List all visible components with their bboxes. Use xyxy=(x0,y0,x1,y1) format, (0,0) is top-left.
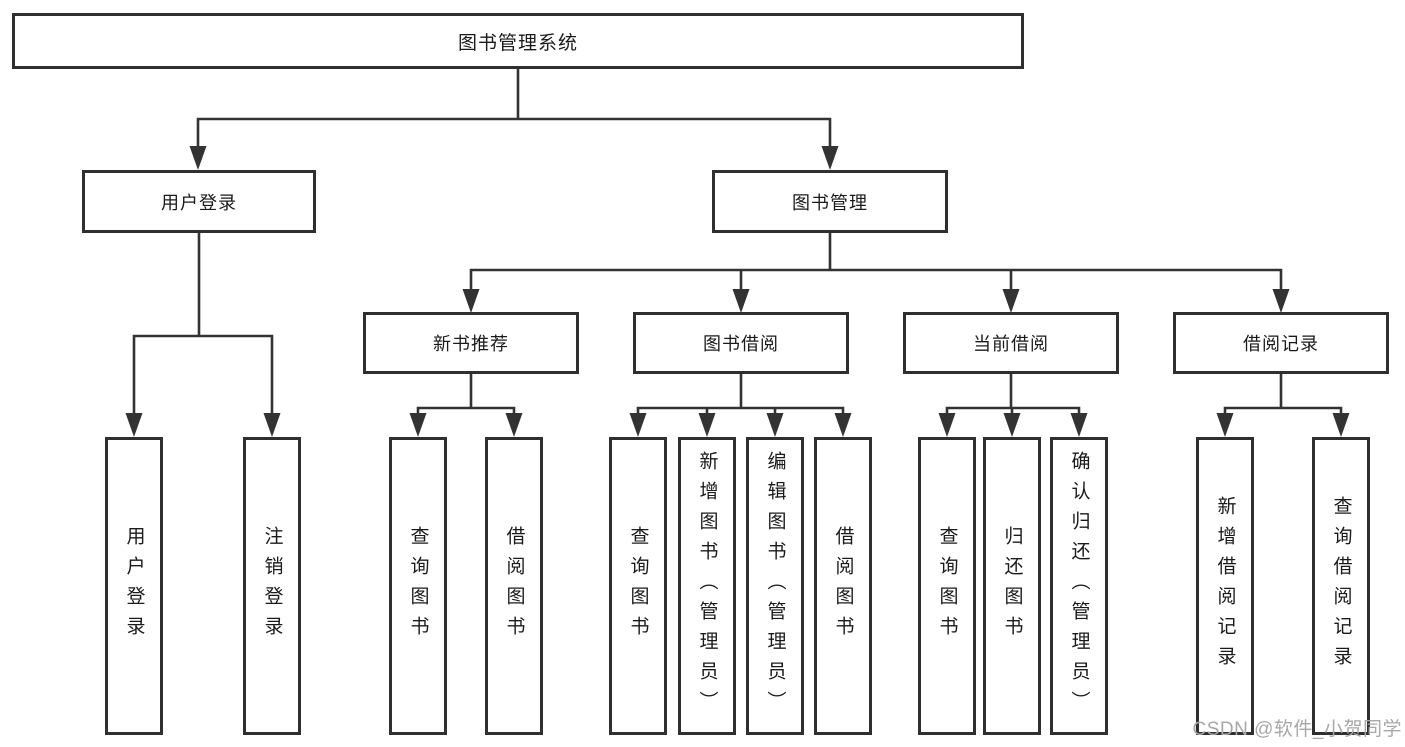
leaf-borrow-books-recommend-label: 借阅图书 xyxy=(503,526,525,646)
node-current-borrow: 当前借阅 xyxy=(903,312,1119,374)
leaf-query-books-current: 查询图书 xyxy=(918,437,976,735)
leaf-query-borrow-record-label: 查询借阅记录 xyxy=(1330,496,1352,676)
node-user-login: 用户登录 xyxy=(82,170,316,233)
watermark: CSDN @软件_小贺同学 xyxy=(1192,719,1402,740)
leaf-add-borrow-record: 新增借阅记录 xyxy=(1196,437,1254,735)
leaf-add-book-admin: 新增图书（管理员） xyxy=(678,437,736,735)
leaf-edit-book-admin: 编辑图书（管理员） xyxy=(746,437,804,735)
leaf-add-book-admin-label: 新增图书（管理员） xyxy=(696,451,718,721)
leaf-query-books-borrow: 查询图书 xyxy=(609,437,667,735)
node-book-management: 图书管理 xyxy=(712,170,948,233)
leaf-borrow-books-recommend: 借阅图书 xyxy=(485,437,543,735)
leaf-return-book-label: 归还图书 xyxy=(1001,526,1023,646)
leaf-query-borrow-record: 查询借阅记录 xyxy=(1312,437,1370,735)
leaf-user-login: 用户登录 xyxy=(105,437,163,735)
node-system-root: 图书管理系统 xyxy=(12,13,1024,69)
node-new-book-recommend: 新书推荐 xyxy=(363,312,579,374)
leaf-query-books-current-label: 查询图书 xyxy=(936,526,958,646)
leaf-query-books-borrow-label: 查询图书 xyxy=(627,526,649,646)
leaf-borrow-books: 借阅图书 xyxy=(814,437,872,735)
leaf-return-book: 归还图书 xyxy=(983,437,1041,735)
leaf-confirm-return-admin: 确认归还（管理员） xyxy=(1050,437,1108,735)
node-borrow-records: 借阅记录 xyxy=(1173,312,1389,374)
leaf-logout-login-label: 注销登录 xyxy=(261,526,283,646)
leaf-borrow-books-label: 借阅图书 xyxy=(832,526,854,646)
leaf-edit-book-admin-label: 编辑图书（管理员） xyxy=(764,451,786,721)
leaf-confirm-return-admin-label: 确认归还（管理员） xyxy=(1068,451,1090,721)
node-book-borrow: 图书借阅 xyxy=(633,312,849,374)
leaf-logout-login: 注销登录 xyxy=(243,437,301,735)
leaf-query-books-recommend: 查询图书 xyxy=(389,437,447,735)
leaf-add-borrow-record-label: 新增借阅记录 xyxy=(1214,496,1236,676)
leaf-query-books-recommend-label: 查询图书 xyxy=(407,526,429,646)
arrowhead-icons xyxy=(125,146,1350,437)
leaf-user-login-label: 用户登录 xyxy=(123,526,145,646)
